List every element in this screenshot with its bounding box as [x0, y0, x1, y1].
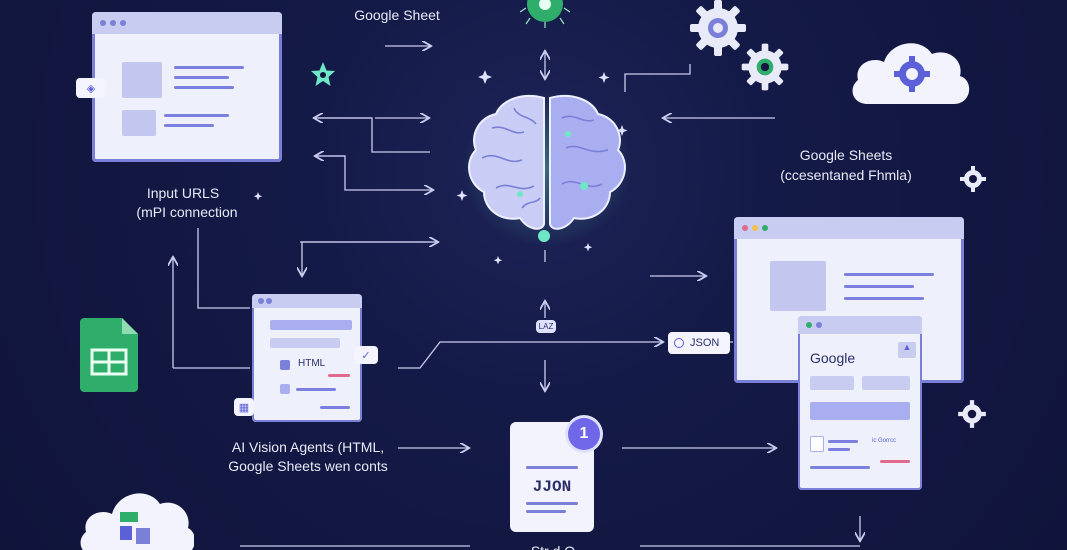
expand-icon[interactable]: ▲: [898, 342, 916, 358]
google-sheets-right-label-2: (ccesentaned Fhmla): [780, 167, 912, 183]
google-sheets-right-label-1: Google Sheets: [799, 147, 893, 163]
google-sheet-top-label: Google Sheet: [354, 7, 440, 23]
brain-icon: [462, 88, 632, 253]
html-tag: HTML: [298, 358, 326, 369]
json-pill: JSON: [668, 332, 730, 354]
window-titlebar: [798, 316, 922, 334]
gear-icon: [688, 0, 748, 63]
gear-icon: [740, 42, 790, 97]
cloud-icon: [76, 480, 195, 550]
html-card: HTML: [252, 294, 362, 422]
star-icon: [309, 60, 337, 93]
input-urls-window: [92, 12, 282, 162]
google-card: Google ▲ ic Gorrcc: [798, 316, 922, 490]
google-card-title: Google: [810, 350, 856, 366]
link-chip: ◈: [76, 78, 106, 98]
gear-icon: [956, 398, 988, 435]
json-doc-label: JJON: [532, 478, 572, 496]
ai-agents-label-1: AI Vision Agents (HTML,: [231, 439, 385, 455]
notification-badge: 1: [568, 418, 600, 450]
input-urls-label-2: (mPI connection: [136, 204, 238, 220]
small-tag: LAZ: [536, 320, 556, 333]
link-chip: ✓: [354, 346, 378, 364]
ai-agents-label-2: Google Sheets wen conts: [228, 458, 388, 474]
bottom-partial-label: Str d O: [488, 542, 618, 550]
json-pill-icon: [674, 338, 684, 348]
mini-label: ic Gorrcc: [872, 438, 896, 444]
green-node-icon: [519, 0, 571, 33]
output-window: [734, 217, 964, 383]
window-titlebar: [92, 12, 282, 34]
window-titlebar: [252, 294, 362, 308]
gear-icon: [958, 164, 988, 199]
json-pill-label: JSON: [690, 337, 720, 349]
link-chip: ▦: [234, 398, 254, 416]
window-titlebar: [734, 217, 964, 239]
cloud-icon: [846, 30, 974, 113]
input-urls-label-1: Input URLS: [146, 185, 220, 201]
google-sheets-icon: [80, 318, 140, 397]
